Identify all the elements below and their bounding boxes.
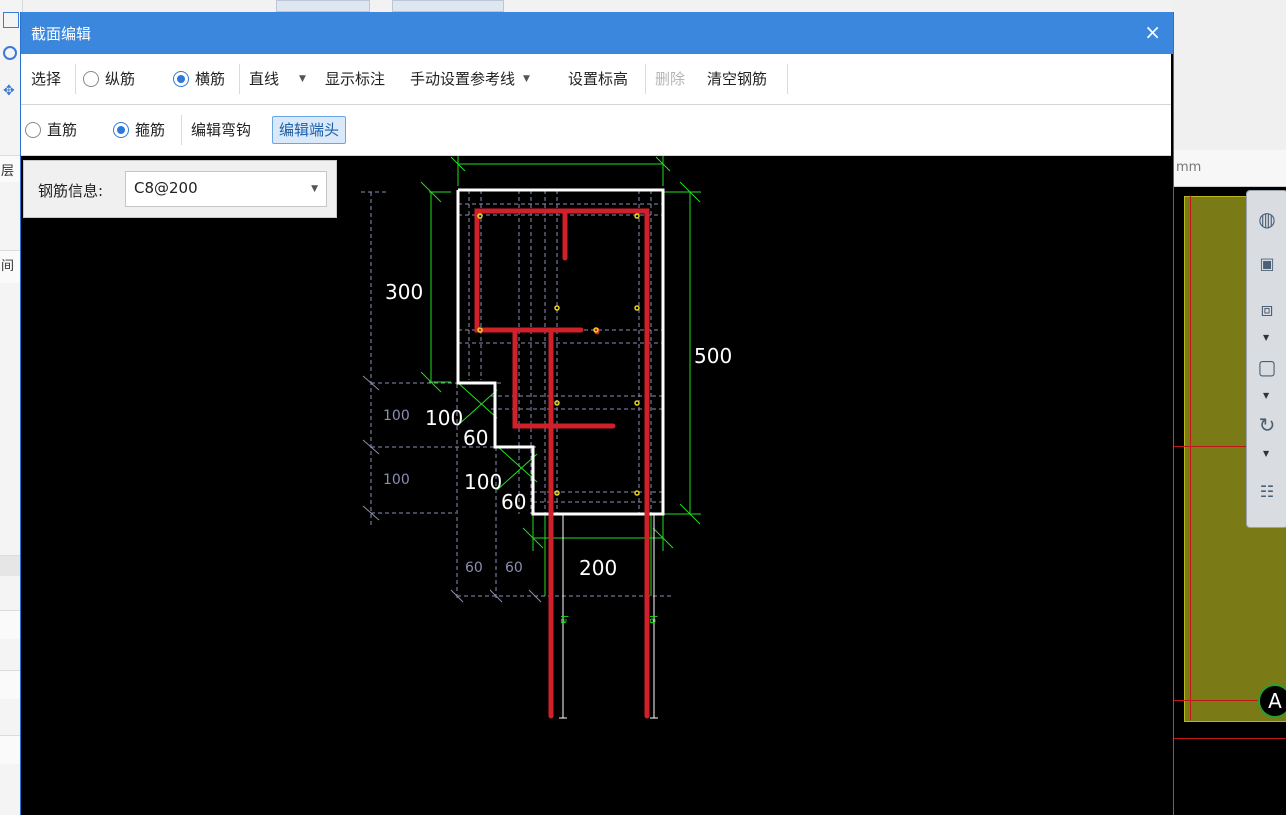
background-row — [0, 155, 22, 182]
reference-lines — [361, 190, 671, 600]
background-top-strip — [0, 0, 1286, 12]
axis-marker: A — [1258, 684, 1286, 718]
background-tab[interactable] — [276, 0, 370, 12]
drawing-canvas[interactable]: 300 500 100 100 60 100 100 60 60 60 200 … — [21, 156, 1171, 815]
clear-rebar-button[interactable]: 清空钢筋 — [707, 70, 768, 88]
dimension-60-label: 60 — [463, 426, 489, 450]
background-row — [0, 250, 22, 283]
delete-button[interactable]: 删除 — [655, 70, 686, 88]
rebar-info-value: C8@200 — [134, 179, 198, 197]
dimension-100-gray-label: 100 — [383, 472, 410, 488]
dimension-100-label: 100 — [464, 470, 503, 494]
background-ribbon — [1172, 0, 1286, 150]
background-row — [0, 670, 22, 699]
select-button[interactable]: 选择 — [31, 70, 62, 88]
background-row — [0, 735, 22, 764]
dimension-60-gray-label: 60 — [465, 560, 483, 576]
line-type-dropdown[interactable]: 直线 ▼ — [249, 68, 306, 89]
line-type-value: 直线 — [249, 70, 280, 88]
toolbar-divider — [787, 64, 788, 94]
list-icon[interactable] — [3, 12, 19, 28]
main-toolbar: 选择 纵筋 横筋 直线 ▼ 显示标注 手动设置参考线 ▼ 设置标高 删除 清空钢… — [21, 54, 1171, 105]
orbit-icon[interactable]: ◍ — [1258, 207, 1276, 231]
view-front-icon[interactable]: ⧈ — [1260, 297, 1274, 321]
toolbar-divider — [75, 64, 76, 94]
radio-selected-icon[interactable] — [173, 70, 189, 87]
rotate-icon[interactable]: ↻ — [1258, 413, 1276, 437]
background-red-line — [1190, 196, 1191, 720]
show-dimensions-button[interactable]: 显示标注 — [325, 70, 386, 88]
dimension-100-gray-label: 100 — [383, 408, 410, 424]
dimension-200-label: 200 — [579, 556, 618, 580]
dialog-titlebar[interactable]: 截面编辑 × — [21, 12, 1173, 54]
rebar-info-label: 钢筋信息: — [38, 182, 104, 200]
close-icon[interactable]: × — [1144, 20, 1161, 44]
toolbar-divider — [239, 64, 240, 94]
radio-icon[interactable] — [83, 70, 99, 87]
secondary-toolbar: 直筋 箍筋 编辑弯钩 编辑端头 — [21, 105, 1171, 156]
unit-label: mm — [1176, 160, 1202, 175]
background-left-label: 间 — [1, 259, 15, 274]
radio-icon[interactable] — [25, 121, 41, 138]
rebar-info-select[interactable]: C8@200 ▼ — [125, 171, 327, 207]
background-row — [0, 610, 22, 639]
rebar-points — [477, 213, 640, 496]
straight-rebar-radio[interactable]: 直筋 — [25, 119, 77, 140]
edit-end-button[interactable]: 编辑端头 — [272, 116, 347, 144]
dimension-lines — [420, 156, 701, 596]
dimension-300-label: 300 — [385, 280, 424, 304]
background-red-line — [1172, 738, 1286, 739]
anchorage-lines — [559, 514, 658, 719]
dimension-60-gray-label: 60 — [505, 560, 523, 576]
transverse-label: 横筋 — [195, 70, 226, 88]
longitudinal-label: 纵筋 — [105, 70, 136, 88]
view-toolbar: ◍ ▣ ⧈ ▼ ▢ ▼ ↻ ▼ ☷ — [1246, 190, 1286, 528]
stirrup-radio[interactable]: 箍筋 — [113, 119, 165, 140]
chevron-down-icon[interactable]: ▼ — [1263, 449, 1270, 458]
background-red-line — [1172, 700, 1286, 701]
manual-reference-line-dropdown[interactable]: 手动设置参考线 ▼ — [410, 68, 530, 89]
search-icon[interactable] — [3, 46, 17, 60]
layer-list-icon[interactable]: ☷ — [1259, 481, 1275, 501]
chevron-down-icon[interactable]: ▼ — [299, 73, 306, 84]
straight-rebar-label: 直筋 — [47, 121, 78, 139]
set-elevation-button[interactable]: 设置标高 — [568, 70, 629, 88]
background-tab[interactable] — [392, 0, 504, 12]
radio-selected-icon[interactable] — [113, 121, 129, 138]
chevron-down-icon[interactable]: ▼ — [523, 73, 530, 84]
longitudinal-radio[interactable]: 纵筋 — [83, 68, 135, 89]
view-3d-icon[interactable]: ▣ — [1259, 253, 1275, 273]
anchorage-la-label: la — [557, 615, 569, 624]
dimension-500-label: 500 — [694, 344, 733, 368]
dimension-100-label: 100 — [425, 406, 464, 430]
stirrup-label: 箍筋 — [135, 121, 166, 139]
chevron-down-icon[interactable]: ▼ — [311, 184, 318, 194]
move-icon[interactable]: ✥ — [3, 83, 15, 99]
dimension-60-label: 60 — [501, 490, 527, 514]
chevron-down-icon[interactable]: ▼ — [1263, 333, 1270, 342]
toolbar-divider — [181, 115, 182, 145]
toolbar-divider — [645, 64, 646, 94]
rebar-info-panel: 钢筋信息: C8@200 ▼ — [23, 160, 337, 218]
section-drawing[interactable] — [21, 156, 1171, 815]
dialog-title: 截面编辑 — [31, 25, 92, 43]
reference-ticks — [362, 375, 542, 603]
background-left-panel: ✥ 层 间 — [0, 0, 23, 815]
section-outline — [456, 188, 665, 516]
background-red-line — [1172, 446, 1286, 447]
anchorage-la-label: la — [646, 615, 658, 624]
background-viewport: mm A ◍ ▣ ⧈ ▼ ▢ ▼ ↻ ▼ ☷ — [1172, 0, 1286, 815]
edit-hook-button[interactable]: 编辑弯钩 — [191, 121, 252, 139]
section-edit-dialog: 截面编辑 × 选择 纵筋 横筋 直线 ▼ 显示标注 手动设置参考线 ▼ 设置标高… — [20, 12, 1174, 815]
background-left-label: 层 — [1, 164, 15, 179]
manual-reference-label: 手动设置参考线 — [410, 70, 516, 88]
view-box-icon[interactable]: ▢ — [1257, 355, 1277, 379]
rebar-lines — [474, 208, 650, 719]
background-row — [0, 555, 22, 576]
background-ruler — [1172, 150, 1286, 187]
transverse-radio[interactable]: 横筋 — [173, 68, 225, 89]
chevron-down-icon[interactable]: ▼ — [1263, 391, 1270, 400]
